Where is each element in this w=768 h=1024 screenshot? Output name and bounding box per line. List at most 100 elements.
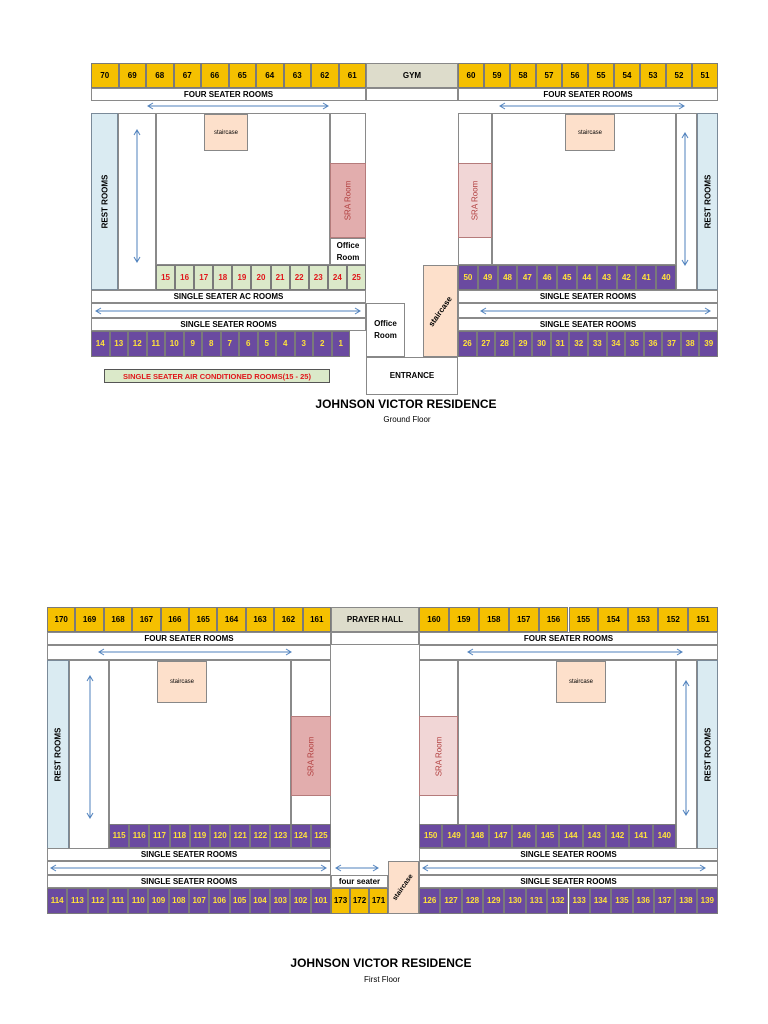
ac-room-cell[interactable]: 22 (289, 265, 309, 290)
room-cell[interactable]: 158 (478, 607, 509, 632)
room-cell[interactable]: 46 (537, 265, 558, 290)
room-cell[interactable]: 165 (189, 607, 218, 632)
room-cell[interactable]: 8 (202, 331, 221, 357)
sra-room-left[interactable]: SRA Room (330, 163, 366, 238)
room-cell[interactable]: 61 (338, 63, 366, 88)
room-cell[interactable]: 102 (290, 888, 311, 914)
room-cell[interactable]: 41 (636, 265, 657, 290)
room-cell[interactable]: 140 (652, 824, 676, 848)
room-cell[interactable]: 108 (168, 888, 189, 914)
ac-room-cell[interactable]: 25 (346, 265, 366, 290)
room-cell[interactable]: 130 (504, 888, 526, 914)
room-cell[interactable]: 172 (350, 888, 369, 914)
room-cell[interactable]: 45 (557, 265, 577, 290)
room-cell[interactable]: 52 (666, 63, 692, 88)
room-cell[interactable]: 54 (614, 63, 640, 88)
room-cell[interactable]: 160 (419, 607, 449, 632)
room-cell[interactable]: 64 (256, 63, 284, 88)
room-cell[interactable]: 56 (562, 63, 588, 88)
room-cell[interactable]: 143 (582, 824, 606, 848)
room-cell[interactable]: 164 (217, 607, 246, 632)
room-cell[interactable]: 152 (658, 607, 689, 632)
sra-room-right[interactable]: SRA Room (458, 163, 492, 238)
room-cell[interactable]: 32 (569, 331, 588, 357)
room-cell[interactable]: 122 (250, 824, 271, 848)
room-cell[interactable]: 36 (643, 331, 663, 357)
room-cell[interactable]: 12 (128, 331, 147, 357)
room-cell[interactable]: 170 (47, 607, 76, 632)
room-cell[interactable]: 123 (270, 824, 291, 848)
room-cell[interactable]: 124 (290, 824, 311, 848)
room-cell[interactable]: 31 (550, 331, 570, 357)
room-cell[interactable]: 137 (653, 888, 676, 914)
room-cell[interactable]: 10 (165, 331, 184, 357)
rest-rooms-right[interactable]: REST ROOMS (697, 113, 718, 290)
room-cell[interactable]: 28 (495, 331, 514, 357)
room-cell[interactable]: 120 (209, 824, 231, 848)
room-cell[interactable]: 121 (230, 824, 251, 848)
room-cell[interactable]: 153 (628, 607, 659, 632)
room-cell[interactable]: 35 (625, 331, 644, 357)
room-cell[interactable]: 112 (87, 888, 108, 914)
room-cell[interactable]: 168 (103, 607, 133, 632)
room-cell[interactable]: 104 (249, 888, 271, 914)
room-cell[interactable]: 166 (160, 607, 189, 632)
room-cell[interactable]: 141 (629, 824, 653, 848)
room-cell[interactable]: 151 (688, 607, 718, 632)
room-cell[interactable]: 156 (538, 607, 569, 632)
room-cell[interactable]: 126 (419, 888, 441, 914)
room-cell[interactable]: 48 (497, 265, 518, 290)
room-cell[interactable]: 145 (535, 824, 560, 848)
room-cell[interactable]: 139 (696, 888, 718, 914)
room-cell[interactable]: 134 (589, 888, 612, 914)
room-cell[interactable]: 1 (331, 331, 350, 357)
room-cell[interactable]: 125 (310, 824, 331, 848)
room-cell[interactable]: 4 (276, 331, 295, 357)
room-cell[interactable]: 38 (680, 331, 700, 357)
office-room-lower[interactable]: Office Room (366, 303, 405, 357)
center-staircase[interactable]: staircase (423, 265, 458, 357)
room-cell[interactable]: 111 (107, 888, 129, 914)
room-cell[interactable]: 6 (239, 331, 258, 357)
room-cell[interactable]: 106 (209, 888, 230, 914)
gym-room[interactable]: GYM (366, 63, 458, 88)
room-cell[interactable]: 2 (313, 331, 332, 357)
room-cell[interactable]: 114 (47, 888, 68, 914)
room-cell[interactable]: 118 (169, 824, 190, 848)
room-cell[interactable]: 161 (302, 607, 331, 632)
room-cell[interactable]: 9 (183, 331, 202, 357)
room-cell[interactable]: 53 (640, 63, 666, 88)
room-cell[interactable]: 29 (513, 331, 533, 357)
room-cell[interactable]: 55 (588, 63, 614, 88)
room-cell[interactable]: 135 (611, 888, 633, 914)
room-cell[interactable]: 162 (274, 607, 303, 632)
office-room-upper[interactable]: Office Room (330, 238, 366, 265)
room-cell[interactable]: 60 (458, 63, 484, 88)
room-cell[interactable]: 67 (173, 63, 201, 88)
room-cell[interactable]: 150 (419, 824, 443, 848)
room-cell[interactable]: 105 (229, 888, 250, 914)
room-cell[interactable]: 147 (489, 824, 513, 848)
room-cell[interactable]: 70 (91, 63, 119, 88)
room-cell[interactable]: 58 (510, 63, 536, 88)
room-cell[interactable]: 7 (220, 331, 239, 357)
room-cell[interactable]: 113 (67, 888, 88, 914)
room-cell[interactable]: 129 (483, 888, 505, 914)
room-cell[interactable]: 173 (331, 888, 350, 914)
room-cell[interactable]: 40 (656, 265, 676, 290)
room-cell[interactable]: 14 (91, 331, 110, 357)
room-cell[interactable]: 62 (311, 63, 339, 88)
room-cell[interactable]: 69 (118, 63, 146, 88)
room-cell[interactable]: 136 (632, 888, 654, 914)
room-cell[interactable]: 13 (109, 331, 128, 357)
room-cell[interactable]: 110 (128, 888, 149, 914)
room-cell[interactable]: 142 (605, 824, 630, 848)
room-cell[interactable]: 171 (369, 888, 388, 914)
room-cell[interactable]: 117 (149, 824, 170, 848)
sra-room-left[interactable]: SRA Room (291, 716, 331, 796)
room-cell[interactable]: 42 (616, 265, 637, 290)
room-cell[interactable]: 116 (129, 824, 150, 848)
ac-room-cell[interactable]: 16 (175, 265, 195, 290)
room-cell[interactable]: 163 (245, 607, 275, 632)
room-cell[interactable]: 57 (536, 63, 562, 88)
